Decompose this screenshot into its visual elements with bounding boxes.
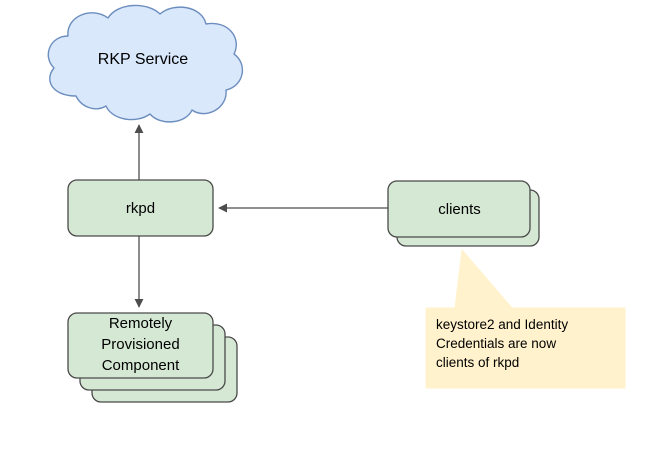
node-clients[interactable] [387,180,540,247]
callout-note[interactable] [425,248,626,389]
node-remotely-provisioned-component[interactable] [67,312,238,403]
node-rkpd[interactable] [67,179,214,237]
node-rkp-service-cloud[interactable] [47,4,244,123]
